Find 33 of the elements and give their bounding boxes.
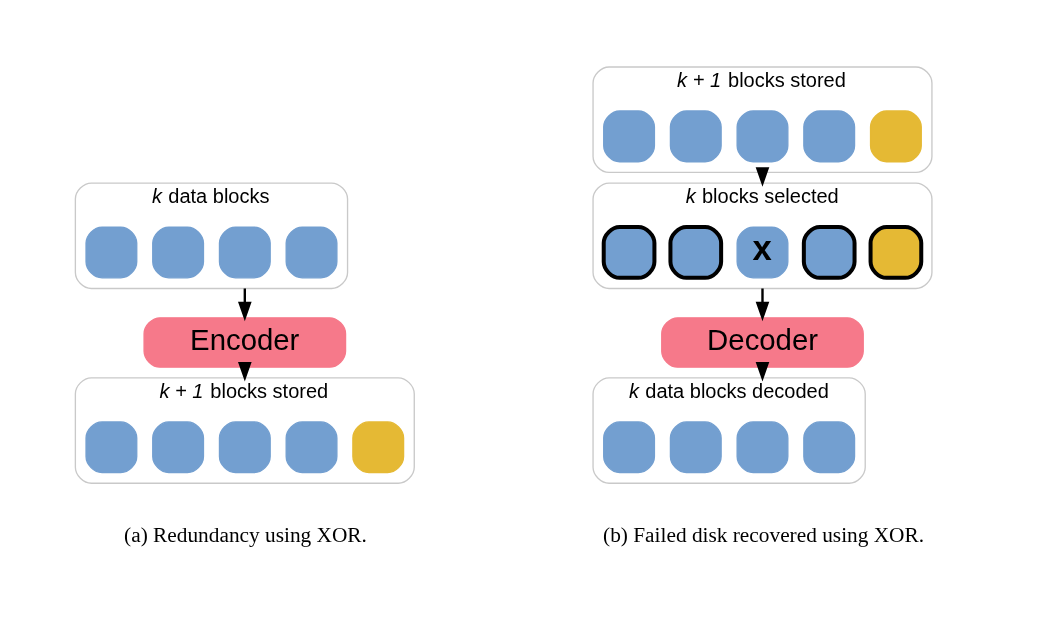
node-box (285, 226, 338, 279)
label: (b) Failed disk recovered using XOR. (603, 522, 925, 547)
cluster: k data blocks decoded (592, 377, 866, 484)
node-box (803, 110, 856, 163)
arrow (238, 362, 252, 382)
node-box (803, 421, 856, 474)
node-box (152, 226, 205, 279)
node-box (868, 225, 924, 280)
node-box (85, 226, 138, 279)
node-box (152, 421, 205, 474)
node-box (669, 421, 722, 474)
cluster: k + 1 blocks stored (592, 66, 933, 174)
arrow (755, 167, 770, 187)
node-box (218, 226, 271, 279)
node-box (801, 225, 857, 280)
node-box (603, 110, 656, 163)
node-box (869, 110, 922, 163)
cluster: k data blocks (74, 182, 349, 290)
arrow (755, 362, 770, 382)
node-box (603, 421, 656, 474)
node-box (736, 110, 789, 163)
node-box (85, 421, 138, 474)
node-box (601, 225, 657, 280)
label: (a) Redundancy using XOR. (124, 522, 367, 547)
node-box (736, 421, 789, 474)
node-box (668, 225, 724, 280)
arrow (755, 288, 770, 322)
node-box (218, 421, 271, 474)
node-box: x (736, 226, 789, 279)
node-box (285, 421, 338, 474)
node-box (352, 421, 405, 474)
cluster: k + 1 blocks stored (74, 377, 415, 484)
node-box (669, 110, 722, 163)
